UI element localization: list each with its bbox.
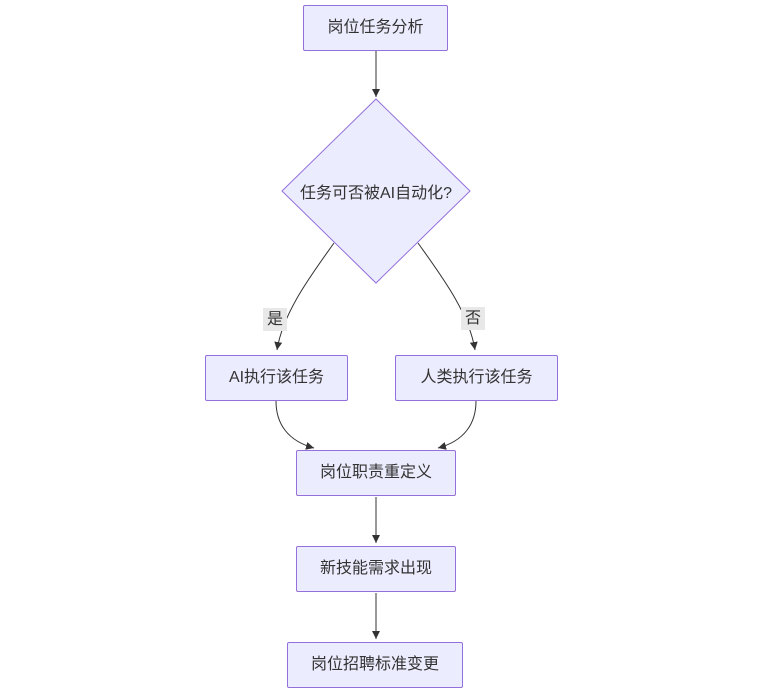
node-task-analysis: 岗位任务分析: [303, 5, 448, 51]
node-new-skills-label: 新技能需求出现: [319, 560, 432, 578]
decision-diamond-shape: [281, 98, 471, 284]
edge-decision-to-human-task: [417, 242, 478, 351]
edge-ai-task-to-redefine: [275, 400, 315, 450]
node-ai-task: AI执行该任务: [205, 355, 348, 401]
edge-label-no: 否: [461, 307, 486, 331]
edge-label-yes: 是: [263, 308, 288, 332]
edge-label-yes-text: 是: [267, 311, 284, 328]
edge-decision-to-ai-task: [274, 242, 335, 351]
node-human-task: 人类执行该任务: [395, 355, 558, 401]
node-hiring-standard: 岗位招聘标准变更: [287, 642, 463, 688]
node-decision-label: 任务可否被AI自动化?: [299, 185, 453, 202]
node-ai-task-label: AI执行该任务: [228, 369, 325, 387]
node-redefine-duties-label: 岗位职责重定义: [319, 464, 432, 482]
node-hiring-standard-label: 岗位招聘标准变更: [310, 656, 439, 674]
edge-human-task-to-redefine: [437, 400, 477, 450]
node-task-analysis-label: 岗位任务分析: [327, 19, 424, 37]
node-decision: 任务可否被AI自动化?: [286, 176, 466, 206]
node-human-task-label: 人类执行该任务: [420, 369, 533, 387]
node-redefine-duties: 岗位职责重定义: [296, 450, 456, 496]
edge-label-no-text: 否: [465, 310, 482, 327]
node-new-skills: 新技能需求出现: [296, 546, 456, 592]
